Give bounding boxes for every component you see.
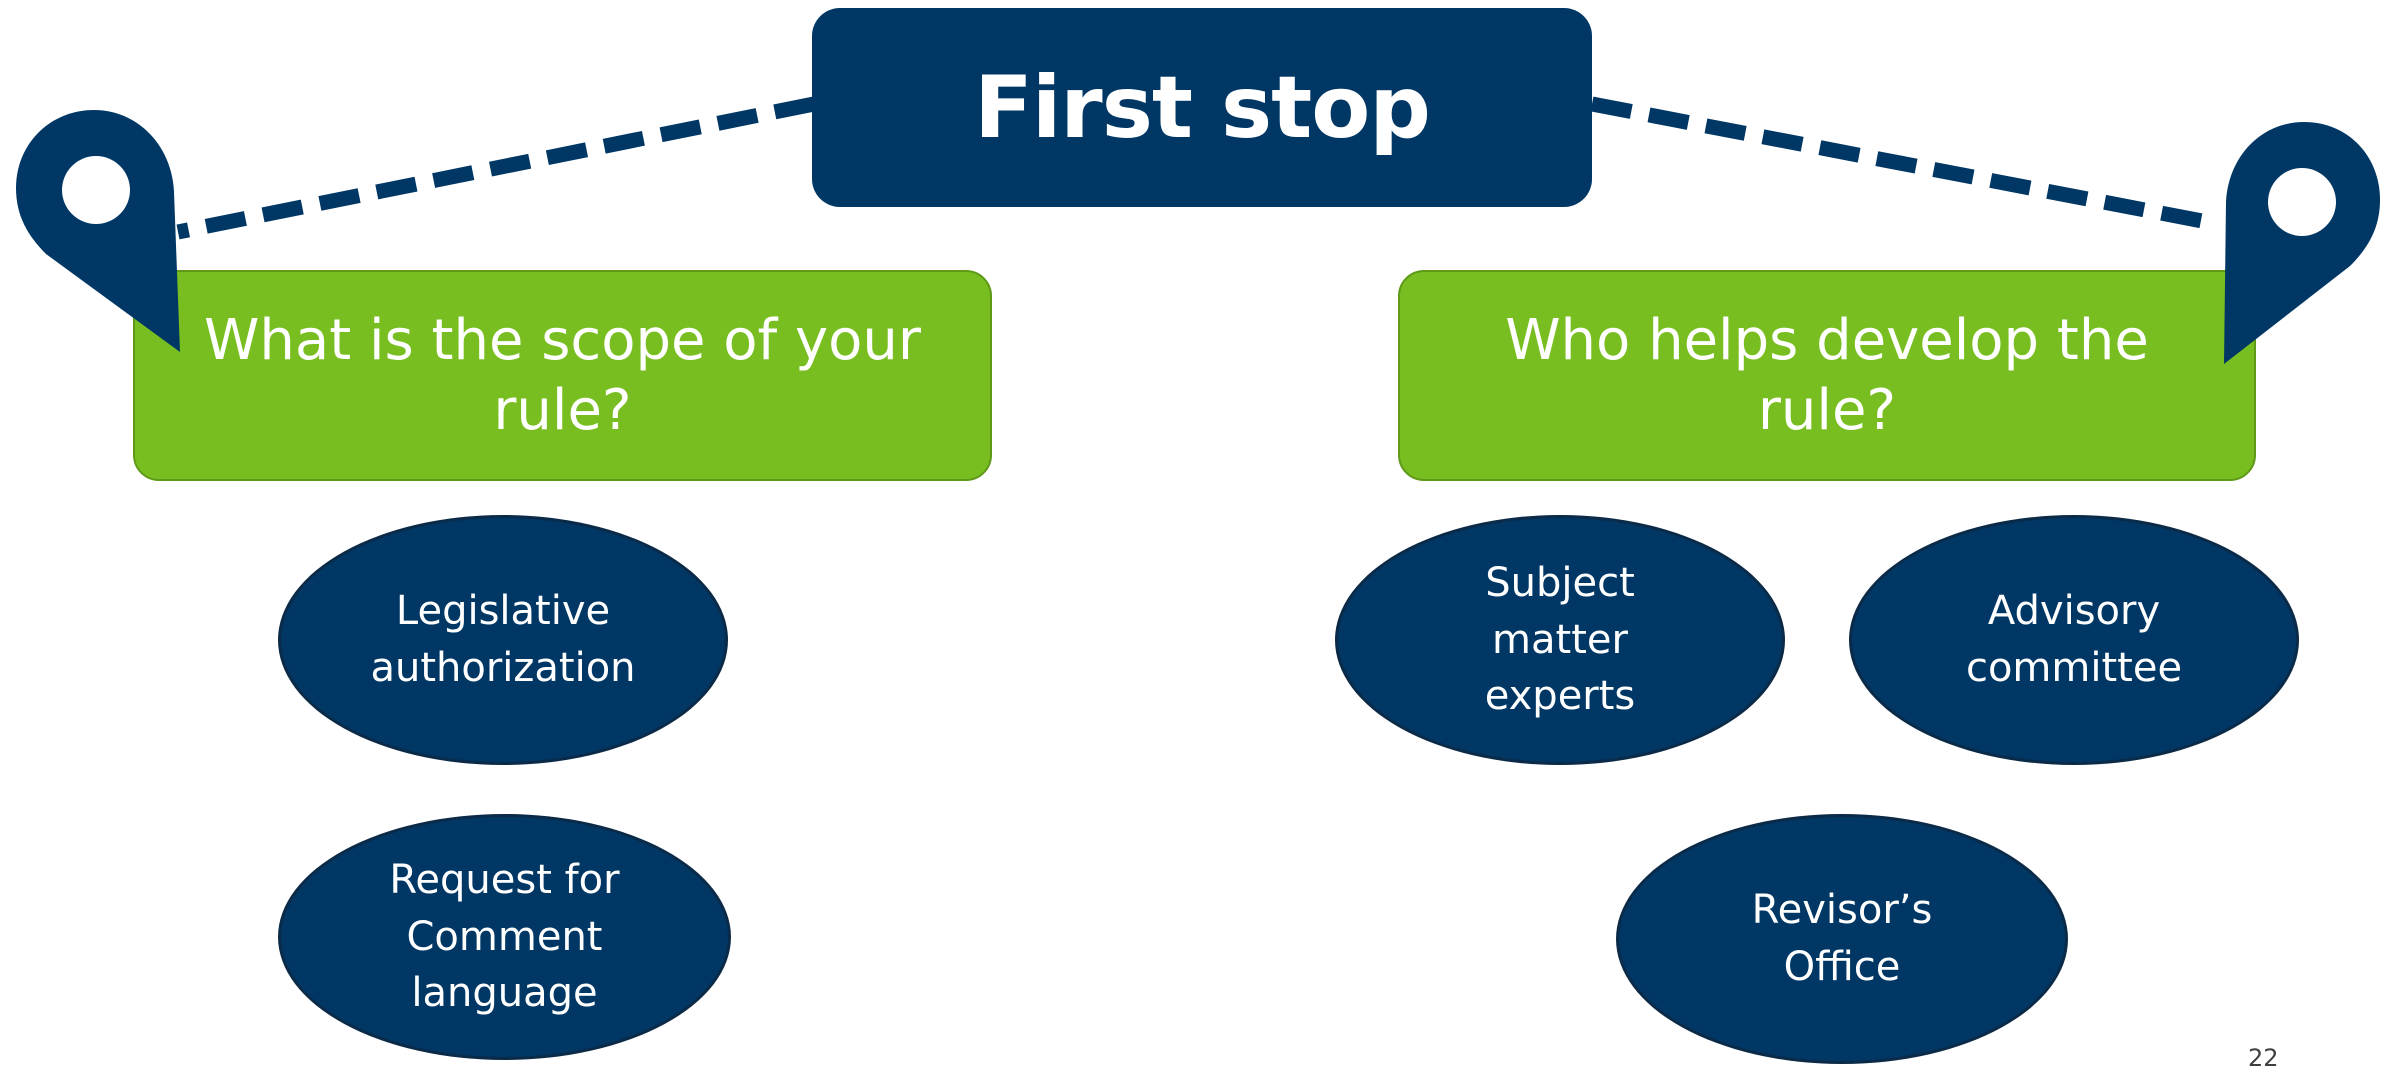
legislative-authorization-bubble: Legislative authorization xyxy=(278,515,728,765)
revisors-office-bubble: Revisor’s Office xyxy=(1616,814,2068,1064)
slide-number: 22 xyxy=(2248,1044,2279,1072)
left-dashed-connector xyxy=(176,96,816,240)
page-title: First stop xyxy=(974,57,1431,158)
helpers-question-text: Who helps develop the rule? xyxy=(1505,307,2149,443)
left-map-pin-icon xyxy=(16,110,180,352)
scope-question-box: What is the scope of your rule? xyxy=(133,270,992,481)
bubble-label: Subject matter experts xyxy=(1484,559,1636,720)
request-for-comment-bubble: Request for Comment language xyxy=(278,814,731,1060)
right-map-pin-icon xyxy=(2224,122,2380,364)
bubble-label: Legislative authorization xyxy=(370,588,636,691)
bubble-label: Revisor’s Office xyxy=(1751,887,1933,990)
title-box: First stop xyxy=(812,8,1592,207)
helpers-question-box: Who helps develop the rule? xyxy=(1398,270,2256,481)
subject-matter-experts-bubble: Subject matter experts xyxy=(1335,515,1785,765)
advisory-committee-bubble: Advisory committee xyxy=(1849,515,2299,765)
right-dashed-connector xyxy=(1590,96,2220,232)
bubble-label: Request for Comment language xyxy=(389,856,620,1017)
bubble-label: Advisory committee xyxy=(1965,588,2183,691)
scope-question-text: What is the scope of your rule? xyxy=(204,307,921,443)
